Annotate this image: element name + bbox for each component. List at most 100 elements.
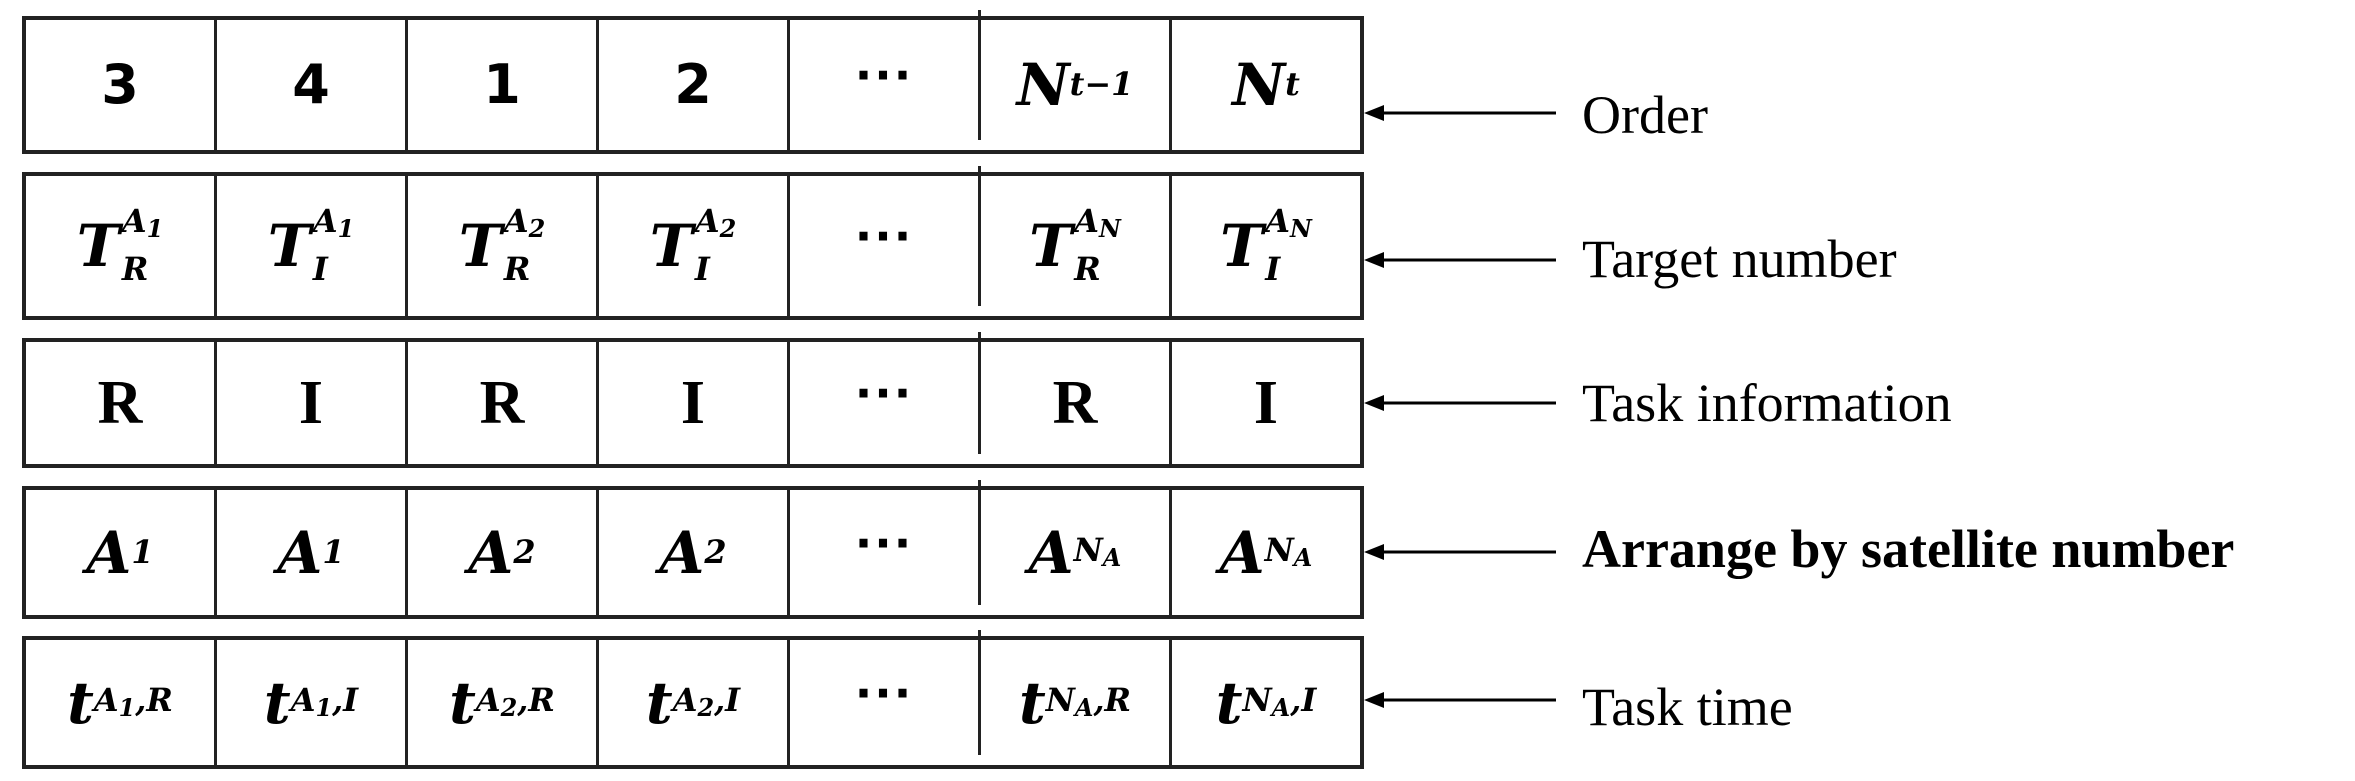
subscript-tail: ,I [332,680,359,719]
grid-cell: I [599,342,790,464]
symbol-superscript: AN [1265,205,1312,243]
symbol-subscript: 1 [131,532,154,571]
subscript-index: 2 [500,693,518,722]
symbol-subscript: A2,R [476,684,555,722]
symbol-subscript: R [1074,249,1101,288]
symbol-subscript: 1 [322,532,345,571]
symbol-subscript: A1,R [94,684,173,722]
superscript-index: 1 [146,214,164,243]
subscript-main: N [1242,680,1272,719]
symbol-base: t [645,668,673,737]
symbol-base: A [659,518,705,587]
symbol-base: T [76,212,120,280]
subscript-index: 2 [697,693,715,722]
superscript-main: A [694,202,720,241]
subscript-tail: ,I [714,680,741,719]
grid-cell: 4 [217,20,408,150]
subscript-main: A [672,680,698,719]
grid-cell: ··· [790,630,981,755]
superscript-index: N [1290,214,1312,243]
superscript-index: 1 [337,214,355,243]
symbol-superscript: A1 [313,205,355,243]
symbol-superscript: A1 [122,205,164,243]
grid-cell: R [26,342,217,464]
symbol-subscript: NA [1265,534,1313,572]
subscript-nested: A [1293,543,1313,572]
grid-cell: R [981,342,1172,464]
symbol-subscript: 2 [513,532,536,571]
grid-cell: R [408,342,599,464]
grid-cell: 2 [599,20,790,150]
symbol-subscript: t [1285,65,1300,104]
subscript-main: A [93,680,119,719]
task-time-label: Task time [1582,677,1793,737]
symbol-subscript: A1,I [291,684,358,722]
symbol-superscript: AN [1074,205,1121,242]
symbol-base: A [277,518,323,587]
order-arrow [1364,105,1556,121]
symbol-base: t [263,668,291,737]
symbol-base: t [1018,668,1046,737]
superscript-main: A [121,202,147,241]
subscript-main: N [1073,530,1103,569]
task-information-arrow [1364,395,1556,411]
task-information-label: Task information [1582,373,1952,433]
subscript-tail: ,R [517,680,555,719]
grid-cell: ··· [790,332,981,454]
symbol-base: T [1029,212,1073,280]
subscript-main: N [1045,680,1075,719]
target-number-arrow [1364,252,1556,268]
symbol-base: A [86,518,132,587]
superscript-main: A [1265,202,1291,241]
task-time-arrow [1364,692,1556,708]
subscript-main: A [290,680,316,719]
grid-cell: 3 [26,20,217,150]
superscript-index: 2 [528,214,546,243]
satellite-number-label: Arrange by satellite number [1582,519,2235,579]
subscript-index: 1 [118,693,136,722]
subscript-index: A [1074,693,1094,722]
script-stack: AN R [1074,205,1121,285]
grid-cell: ··· [790,480,981,605]
subscript-tail: ,I [1290,680,1317,719]
symbol-base: A [1219,518,1265,587]
symbol-subscript: NA,I [1243,684,1317,722]
subscript-index: A [1271,693,1291,722]
symbol-subscript: NA,R [1046,684,1131,722]
symbol-base: T [649,212,693,280]
symbol-base: t [67,668,94,737]
subscript-index: 1 [315,693,333,722]
symbol-base: A [468,518,514,587]
grid-cell: 1 [408,20,599,150]
symbol-superscript: A2 [504,205,546,243]
symbol-subscript: NA [1074,534,1122,571]
symbol-subscript: 2 [704,532,727,571]
grid-cell: I [217,342,408,464]
superscript-main: A [1074,202,1100,241]
symbol-subscript: A2,I [673,684,740,722]
symbol-base: T [267,212,311,280]
